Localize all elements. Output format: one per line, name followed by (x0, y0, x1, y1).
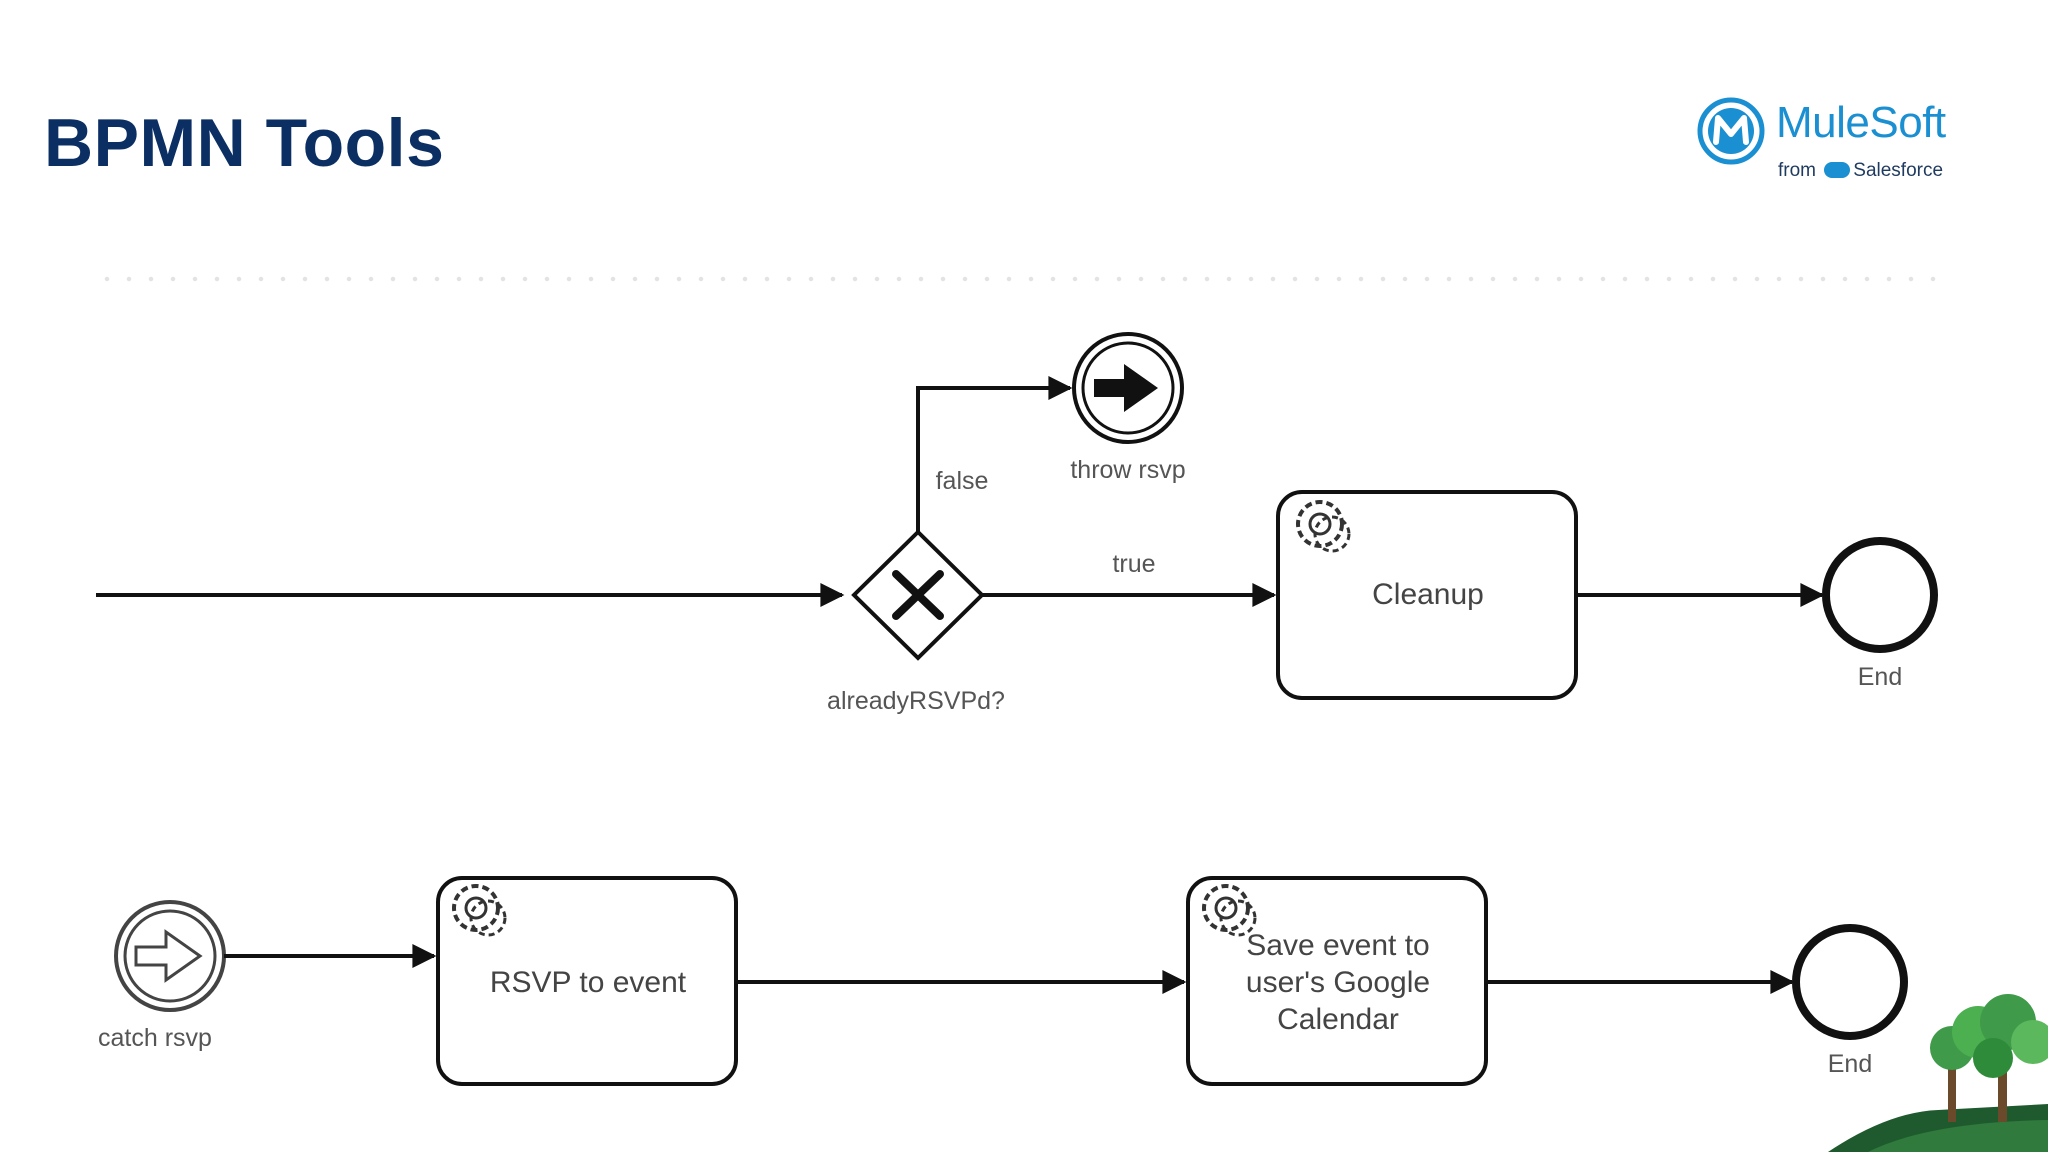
mulesoft-logo: MuleSoft from Salesforce (1696, 92, 1956, 188)
catch-arrow-icon (134, 929, 203, 983)
mulesoft-logo-icon (1697, 97, 1765, 165)
false-sequence-flow (916, 376, 1073, 532)
slide-title: BPMN Tools (44, 105, 445, 181)
save-task-label-line-2: user's Google (1246, 966, 1430, 999)
gateway-label: alreadyRSVPd? (827, 687, 1005, 715)
gateway-x-icon (892, 570, 944, 620)
bpmn-diagram-canvas (96, 252, 1952, 1102)
bottom-end-event (1792, 924, 1908, 1040)
decorative-landscape-illustration (1828, 994, 2048, 1152)
cleanup-task-label: Cleanup (1372, 578, 1484, 611)
cleanup-task: Cleanup (1276, 490, 1578, 700)
rsvp-task: RSVP to event (436, 876, 738, 1086)
throw-event-label: throw rsvp (1070, 456, 1185, 484)
throw-rsvp-event (1072, 332, 1184, 444)
truncated-lane-edge (96, 276, 1952, 282)
throw-arrow-icon (1094, 364, 1158, 412)
true-flow-label: true (1112, 550, 1155, 578)
service-task-gear-icon (1296, 500, 1351, 553)
top-end-event (1822, 537, 1938, 653)
bottom-end-label: End (1828, 1050, 1872, 1078)
catch-rsvp-event (114, 900, 226, 1012)
service-task-gear-icon (1202, 884, 1257, 937)
save-task-label-line-3: Calendar (1277, 1003, 1399, 1036)
logo-subline: from Salesforce (1778, 160, 1943, 182)
false-flow-label: false (936, 467, 989, 495)
logo-brand-text: Salesforce (1853, 160, 1944, 181)
save-event-task: Save event to user's Google Calendar (1186, 876, 1488, 1086)
rsvp-task-label: RSVP to event (490, 966, 687, 999)
exclusive-gateway (851, 529, 985, 661)
catch-event-label: catch rsvp (98, 1024, 212, 1052)
logo-wordmark: MuleSoft (1776, 98, 1946, 147)
top-end-label: End (1858, 663, 1902, 691)
logo-from-text: from (1778, 160, 1816, 181)
service-task-gear-icon (452, 884, 507, 937)
salesforce-cloud-icon (1824, 162, 1851, 178)
save-task-label-line-1: Save event to (1246, 929, 1429, 962)
